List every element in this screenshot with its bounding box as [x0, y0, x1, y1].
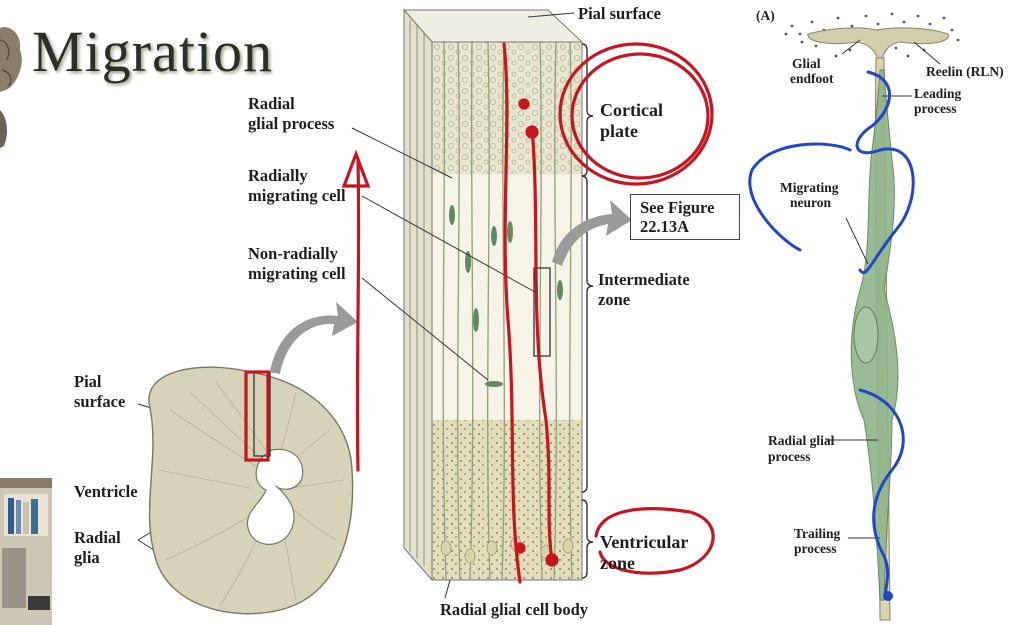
- radial-glial-process-a-label-2: process: [768, 449, 811, 464]
- trailing-process-label-1: Trailing: [794, 526, 841, 541]
- radial-glia-label-2: glia: [74, 548, 100, 567]
- trailing-process-label-2: process: [794, 541, 837, 556]
- radial-glial-process-a-label-1: Radial glial: [768, 433, 835, 448]
- brain-section: [148, 366, 354, 615]
- slide-title: Migration: [32, 19, 273, 84]
- cortical-plate-label-1: Cortical: [600, 100, 663, 120]
- glial-endfoot-label-1: Glial: [792, 56, 821, 71]
- blue-annotations: [748, 70, 915, 601]
- intermediate-zone-label-2: zone: [598, 290, 631, 309]
- zone-brackets: [581, 43, 594, 579]
- brain-icon: [0, 27, 22, 148]
- radially-migrating-label-1: Radially: [248, 166, 308, 185]
- cortical-plate-label-2: plate: [600, 121, 638, 141]
- panel-a-tag: (A): [756, 8, 775, 23]
- radial-glial-cell-body-label: Radial glial cell body: [440, 600, 589, 619]
- radial-glial-process-label-2: glial process: [248, 114, 335, 133]
- radial-glia-label-1: Radial: [74, 528, 121, 547]
- non-radially-label-1: Non-radially: [248, 244, 338, 263]
- curved-arrow-icon: [270, 200, 632, 374]
- radial-glial-process-label-1: Radial: [248, 94, 295, 113]
- cortical-column: [402, 8, 584, 582]
- glial-endfoot-label-2: endfoot: [790, 71, 834, 86]
- leading-process-label-2: process: [914, 101, 957, 116]
- reelin-label: Reelin (RLN): [926, 64, 1004, 79]
- ventricular-zone-label-2: zone: [600, 553, 635, 573]
- non-radially-label-2: migrating cell: [248, 264, 346, 283]
- red-annotations: [244, 42, 715, 584]
- migrating-neuron-label-1: Migrating: [780, 180, 839, 195]
- pial-surface-left-label-2: surface: [74, 392, 126, 411]
- intermediate-zone-label-1: Intermediate: [598, 270, 690, 289]
- ventricular-zone-label-1: Ventricular: [600, 532, 689, 552]
- see-figure-label-1: See Figure: [640, 198, 715, 217]
- pial-surface-left-label-1: Pial: [74, 372, 102, 391]
- migrating-neuron-label-2: neuron: [790, 195, 832, 210]
- leading-process-label-1: Leading: [914, 86, 962, 101]
- see-figure-label-2: 22.13A: [640, 217, 690, 236]
- see-figure-box: See Figure 22.13A: [630, 194, 740, 240]
- pial-surface-label: Pial surface: [578, 4, 661, 23]
- ventricle-label: Ventricle: [74, 482, 138, 501]
- webcam-thumbnail: [0, 478, 52, 625]
- radially-migrating-label-2: migrating cell: [248, 186, 346, 205]
